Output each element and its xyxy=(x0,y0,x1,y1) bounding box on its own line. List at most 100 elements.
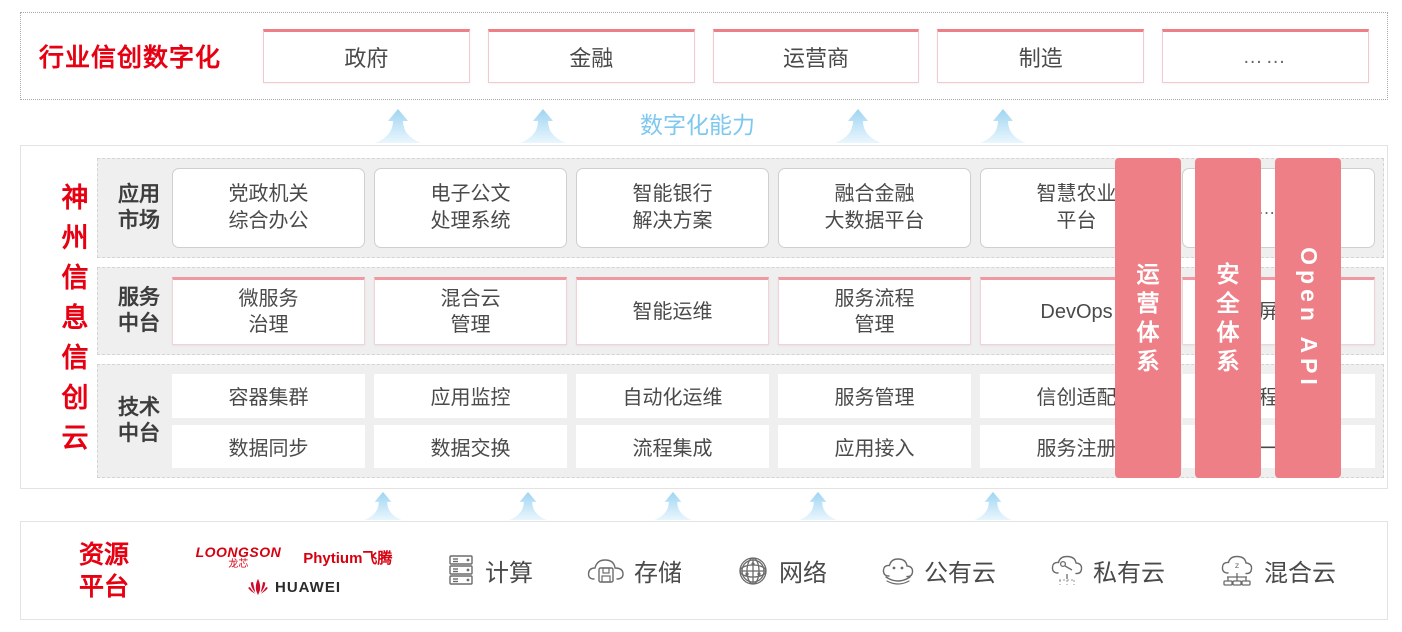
huawei-flower-icon xyxy=(248,578,268,596)
industry-digitalization-band: 行业信创数字化 政府 金融 运营商 制造 …… xyxy=(20,12,1388,100)
resource-arrow-gap xyxy=(20,489,1388,521)
up-arrow-icon xyxy=(970,491,1016,521)
up-arrow-icon xyxy=(650,491,696,521)
app-market-label: 应用 市场 xyxy=(106,182,172,234)
card-line: 管理 xyxy=(450,314,491,336)
tech-card-service-management[interactable]: 服务管理 xyxy=(778,374,971,418)
pillar-label: 安 全 体 系 xyxy=(1217,260,1240,376)
pillar-open-api[interactable]: Open API xyxy=(1275,158,1341,478)
tech-card-process-integration[interactable]: 流程集成 xyxy=(576,424,769,468)
app-card-e-document-system[interactable]: 电子公文 处理系统 xyxy=(374,168,567,248)
title-line: 资源 xyxy=(78,540,129,569)
up-arrow-icon xyxy=(795,491,841,521)
app-card-finance-bigdata-platform[interactable]: 融合金融 大数据平台 xyxy=(778,168,971,248)
server-icon xyxy=(449,554,473,585)
public-cloud-icon xyxy=(882,557,914,585)
industry-card-finance[interactable]: 金融 xyxy=(487,29,695,83)
svg-text:z: z xyxy=(1235,561,1239,570)
resource-platform-panel: 资源 平台 LOONGSON 龙芯 Phytium飞腾 xyxy=(20,521,1388,620)
private-cloud-icon xyxy=(1051,555,1083,585)
card-line: 解决方案 xyxy=(632,210,713,232)
card-line: 混合云 xyxy=(440,288,501,310)
loongson-subtext: 龙芯 xyxy=(228,559,249,570)
network-icon xyxy=(739,556,767,585)
tech-column: 服务管理 应用接入 xyxy=(778,374,971,468)
card-line: 服务流程 xyxy=(834,288,915,310)
up-arrow-icon xyxy=(835,108,881,144)
resource-item-public-cloud[interactable]: 公有云 xyxy=(881,553,996,588)
label-line: 应用 xyxy=(118,183,160,206)
tech-column: 自动化运维 流程集成 xyxy=(576,374,769,468)
industry-card-government[interactable]: 政府 xyxy=(263,29,470,83)
pillar-label: 运 营 体 系 xyxy=(1137,260,1160,376)
resource-item-label: 混合云 xyxy=(1264,560,1336,587)
cloud-storage-icon xyxy=(587,558,624,583)
up-arrow-icon xyxy=(980,108,1026,144)
service-platform-label: 服务 中台 xyxy=(106,285,172,337)
cloud-title-char: 神 xyxy=(61,183,89,213)
pillar-security-system[interactable]: 安 全 体 系 xyxy=(1195,158,1261,478)
pillar-label: Open API xyxy=(1295,246,1322,390)
label-line: 中台 xyxy=(118,422,160,445)
service-card-intelligent-operations[interactable]: 智能运维 xyxy=(576,277,769,345)
cloud-title-char: 息 xyxy=(61,303,89,333)
loongson-logo: LOONGSON 龙芯 xyxy=(196,545,282,570)
industry-card-telecom[interactable]: 运营商 xyxy=(712,29,920,83)
pillar-operations-system[interactable]: 运 营 体 系 xyxy=(1115,158,1181,478)
cloud-title-char: 州 xyxy=(61,223,89,253)
loongson-wordmark: LOONGSON xyxy=(195,544,282,560)
up-arrow-icon xyxy=(520,108,566,144)
vertical-pillar-group: 运 营 体 系 安 全 体 系 Open API xyxy=(1115,158,1341,478)
cloud-title-char: 云 xyxy=(61,423,89,453)
title-line: 平台 xyxy=(78,572,129,601)
resource-item-private-cloud[interactable]: 私有云 xyxy=(1050,553,1165,588)
service-card-microservice-governance[interactable]: 微服务 治理 xyxy=(172,277,365,345)
tech-card-data-sync[interactable]: 数据同步 xyxy=(172,424,365,468)
card-line: 智慧农业 xyxy=(1036,183,1117,205)
card-line: 综合办公 xyxy=(228,210,309,232)
pillar-char: 全 xyxy=(1216,290,1240,316)
service-card-service-process-management[interactable]: 服务流程 管理 xyxy=(778,277,971,345)
card-line: 智能银行 xyxy=(632,183,713,205)
tech-platform-label: 技术 中台 xyxy=(106,395,172,447)
card-line: 管理 xyxy=(854,314,895,336)
card-line: 处理系统 xyxy=(430,210,511,232)
pillar-char: 体 xyxy=(1216,319,1240,345)
tech-card-automated-ops[interactable]: 自动化运维 xyxy=(576,374,769,418)
vendor-logo-group: LOONGSON 龙芯 Phytium飞腾 HUAWEI xyxy=(169,545,419,596)
resource-item-list: 计算 存储 xyxy=(419,553,1387,588)
industry-card-more[interactable]: …… xyxy=(1162,29,1369,83)
industry-card-manufacturing[interactable]: 制造 xyxy=(937,29,1145,83)
app-card-government-office[interactable]: 党政机关 综合办公 xyxy=(172,168,365,248)
card-line: DevOps xyxy=(1040,301,1113,323)
resource-item-compute[interactable]: 计算 xyxy=(446,553,533,588)
app-card-smart-bank-solution[interactable]: 智能银行 解决方案 xyxy=(576,168,769,248)
cloud-title-char: 信 xyxy=(61,343,89,373)
pillar-char: 营 xyxy=(1136,290,1160,316)
tech-card-container-cluster[interactable]: 容器集群 xyxy=(172,374,365,418)
tech-column: 容器集群 数据同步 xyxy=(172,374,365,468)
card-line: 治理 xyxy=(248,314,289,336)
card-line: 党政机关 xyxy=(228,183,309,205)
pillar-char: 安 xyxy=(1216,261,1240,287)
pillar-char: 系 xyxy=(1216,348,1240,374)
resource-item-network[interactable]: 网络 xyxy=(736,553,827,588)
service-card-hybrid-cloud-management[interactable]: 混合云 管理 xyxy=(374,277,567,345)
tech-card-data-exchange[interactable]: 数据交换 xyxy=(374,424,567,468)
huawei-logo: HUAWEI xyxy=(247,578,341,596)
pillar-char: 系 xyxy=(1136,348,1160,374)
card-line: 智能运维 xyxy=(632,301,713,323)
tech-card-app-access[interactable]: 应用接入 xyxy=(778,424,971,468)
label-line: 中台 xyxy=(118,312,160,335)
tech-card-app-monitoring[interactable]: 应用监控 xyxy=(374,374,567,418)
huawei-wordmark: HUAWEI xyxy=(275,578,341,596)
resource-item-label: 存储 xyxy=(634,560,682,587)
resource-item-label: 网络 xyxy=(779,560,827,587)
resource-platform-title: 资源 平台 xyxy=(21,539,169,603)
up-arrow-icon xyxy=(375,108,421,144)
cloud-platform-title: 神 州 信 息 信 创 云 xyxy=(49,158,101,478)
resource-item-storage[interactable]: 存储 xyxy=(587,553,682,588)
resource-item-hybrid-cloud[interactable]: z 混合云 xyxy=(1219,553,1336,588)
card-line: 平台 xyxy=(1056,210,1097,232)
tech-column: 应用监控 数据交换 xyxy=(374,374,567,468)
